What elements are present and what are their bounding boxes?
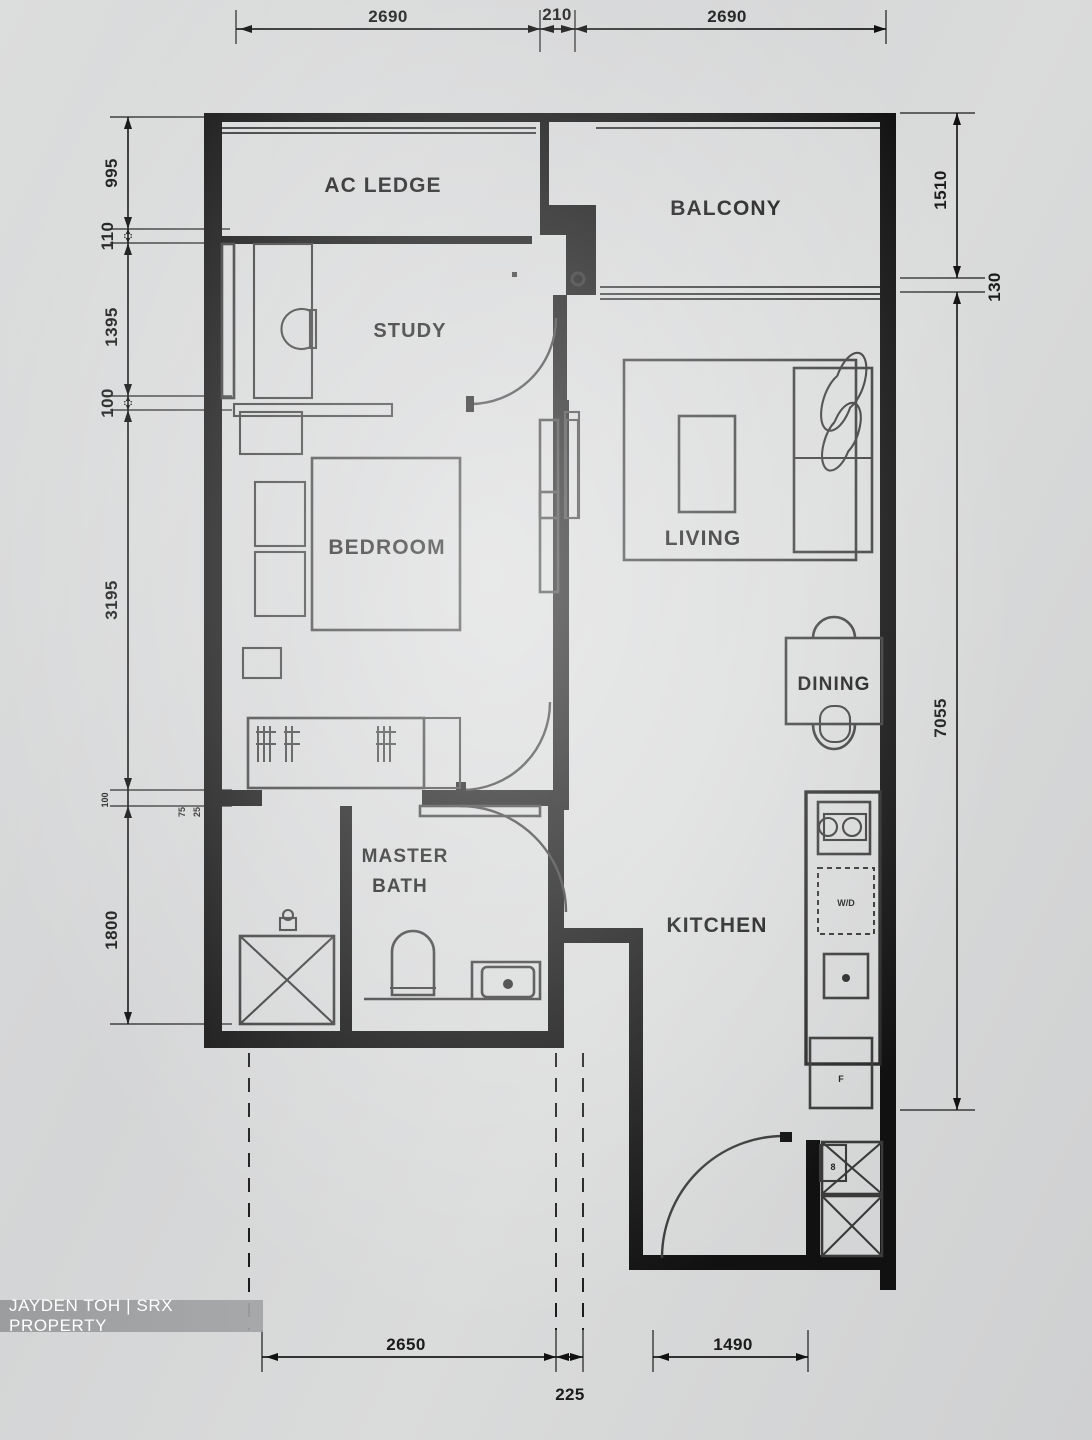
room-label-living: LIVING [665, 527, 742, 550]
room-label-master-bath-line1: MASTER [362, 846, 449, 867]
appliance-label-wc: 8 [830, 1162, 835, 1172]
room-label-ac-ledge: AC LEDGE [324, 174, 441, 197]
room-study: STUDY [232, 242, 558, 418]
dim-bottom-left: 2650 [386, 1335, 425, 1354]
dim-left-1: 995 [102, 158, 121, 188]
projection-lines [248, 1053, 584, 1330]
dim-left-4: 100 [98, 388, 117, 418]
dim-left-faint-b: 75 [177, 807, 187, 817]
dim-left-faint-a: 100 [100, 792, 110, 807]
room-living: LIVING [622, 351, 874, 562]
room-ac-ledge: AC LEDGE [222, 126, 536, 197]
dim-top-right: 2690 [707, 7, 746, 26]
dim-left-2: 110 [98, 222, 117, 251]
dim-bottom-right: 1490 [713, 1335, 752, 1354]
room-label-dining: DINING [797, 674, 870, 695]
room-label-bedroom: BEDROOM [328, 536, 445, 559]
dim-right-2: 130 [985, 272, 1004, 302]
bottom-dimension-group: 2650 225 1490 [261, 1330, 809, 1404]
left-dimension-group: 995 110 1395 100 3195 1800 100 75 25 [98, 116, 232, 1025]
dim-left-faint-c: 25 [192, 807, 202, 817]
room-label-kitchen: KITCHEN [666, 914, 767, 937]
room-label-study: STUDY [373, 320, 446, 342]
dim-right-3: 7055 [931, 698, 950, 737]
dim-top-left: 2690 [368, 7, 407, 26]
dim-left-5: 3195 [102, 580, 121, 619]
dim-left-3: 1395 [102, 307, 121, 346]
room-label-balcony: BALCONY [670, 197, 782, 220]
watermark: JAYDEN TOH | SRX PROPERTY [0, 1296, 263, 1335]
right-dimension-group: 1510 130 7055 [900, 112, 1004, 1111]
dim-bottom-middle: 225 [555, 1385, 585, 1404]
service-yard: 8 [818, 1140, 884, 1258]
misc-partitions [220, 242, 581, 520]
room-balcony: BALCONY [512, 126, 880, 301]
appliance-label-washer-dryer: W/D [837, 898, 855, 908]
watermark-text: JAYDEN TOH | SRX PROPERTY [9, 1296, 174, 1335]
room-master-bath: MASTER BATH [238, 804, 568, 1032]
room-label-master-bath-line2: BATH [372, 876, 428, 897]
dim-left-6: 1800 [102, 910, 121, 949]
structural-walls [204, 113, 896, 1290]
dim-right-1: 1510 [931, 170, 950, 209]
room-bedroom: BEDROOM [238, 410, 580, 798]
room-kitchen: KITCHEN W/D F [660, 790, 882, 1259]
top-dimension-group: 2690 210 2690 [235, 5, 887, 52]
appliance-label-fridge: F [838, 1074, 844, 1084]
room-dining: DINING [784, 615, 884, 751]
dim-top-middle: 210 [542, 5, 572, 24]
